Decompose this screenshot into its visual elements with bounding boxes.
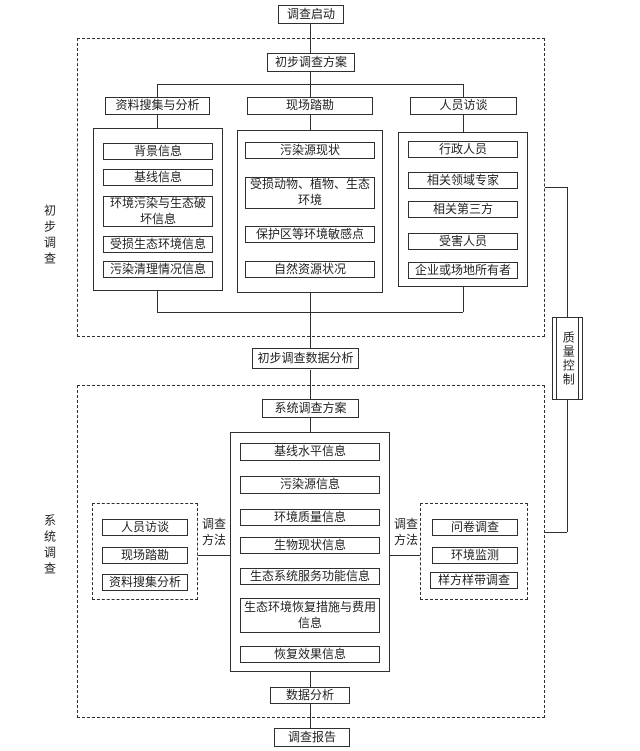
node-quadrat-transect-survey: 样方样带调查 <box>430 572 518 589</box>
connector-line <box>310 293 311 312</box>
node-data-collection-analysis-header: 资料搜集与分析 <box>105 97 210 115</box>
connector-line <box>310 672 311 687</box>
node-restoration-measures-cost-info: 生态环境恢复措施与费用信息 <box>240 598 380 633</box>
connector-line <box>310 84 311 98</box>
connector-line <box>157 291 158 312</box>
node-systematic-survey-plan: 系统调查方案 <box>262 399 359 418</box>
phase1-dashed-container <box>77 38 545 337</box>
quality-control-label: 质量控制 <box>561 330 576 387</box>
node-env-quality-info: 环境质量信息 <box>240 509 380 526</box>
node-survey-start: 调查启动 <box>278 5 344 24</box>
connector-line <box>463 115 464 132</box>
node-site-survey-header: 现场踏勘 <box>247 97 373 115</box>
node-administrative-staff: 行政人员 <box>408 141 518 158</box>
qc-connector-line <box>545 187 567 188</box>
node-ecosystem-services-info: 生态系统服务功能信息 <box>240 568 380 585</box>
qc-inner-border-left <box>556 318 557 399</box>
node-related-third-parties: 相关第三方 <box>408 201 518 218</box>
node-baseline-info: 基线信息 <box>103 169 213 186</box>
node-restoration-effect-info: 恢复效果信息 <box>240 646 380 663</box>
node-victims: 受害人员 <box>408 233 518 250</box>
phase1-middle-group-container <box>237 130 383 293</box>
node-data-collection-analysis-method: 资料搜集分析 <box>102 574 188 591</box>
connector-line <box>390 555 420 556</box>
phase1-side-label-text: 初步调查 <box>42 204 57 268</box>
node-preliminary-data-analysis: 初步调查数据分析 <box>252 348 359 369</box>
phase2-side-label-text: 系统调查 <box>42 514 57 578</box>
node-survey-report: 调查报告 <box>274 728 350 747</box>
node-background-info: 背景信息 <box>103 143 213 160</box>
connector-line <box>198 555 230 556</box>
phase2-right-methods-container <box>420 503 528 600</box>
phase2-side-label: 系统调查 <box>40 504 60 588</box>
left-method-label: 调查方法 <box>201 517 226 547</box>
node-personnel-interview-header: 人员访谈 <box>410 97 517 115</box>
connector-line <box>157 84 158 98</box>
connector-line <box>463 84 464 98</box>
node-damaged-flora-fauna-eco: 受损动物、植物、生态环境 <box>245 177 375 209</box>
node-data-analysis: 数据分析 <box>270 687 350 704</box>
node-baseline-level-info: 基线水平信息 <box>240 443 380 461</box>
qc-connector-line <box>567 187 568 317</box>
node-pollution-ecodamage-info: 环境污染与生态破坏信息 <box>103 196 213 227</box>
node-damaged-eco-env-info: 受损生态环境信息 <box>103 236 213 253</box>
phase2-dashed-container <box>77 385 545 718</box>
phase2-center-group-container <box>230 432 390 672</box>
node-quality-control: 质量控制 <box>552 317 583 400</box>
right-method-label: 调查方法 <box>393 517 418 547</box>
node-pollution-source-info: 污染源信息 <box>240 476 380 494</box>
connector-line <box>157 115 158 128</box>
node-natural-resource-status: 自然资源状况 <box>245 261 375 278</box>
node-questionnaire-survey: 问卷调查 <box>432 519 518 536</box>
node-personnel-interview-method: 人员访谈 <box>102 519 188 536</box>
qc-connector-line <box>567 400 568 532</box>
connector-line <box>310 418 311 432</box>
qc-connector-line <box>545 532 567 533</box>
node-site-survey-method: 现场踏勘 <box>102 547 188 564</box>
connector-line <box>310 704 311 728</box>
connector-line <box>310 115 311 130</box>
connector-line <box>310 312 311 348</box>
phase1-right-group-container <box>398 132 528 287</box>
connector-line <box>310 370 311 399</box>
qc-inner-border-right <box>578 318 579 399</box>
node-domain-experts: 相关领域专家 <box>408 172 518 189</box>
node-env-monitoring: 环境监测 <box>432 547 518 564</box>
node-biota-status-info: 生物现状信息 <box>240 537 380 554</box>
node-enterprise-site-owners: 企业或场地所有者 <box>408 262 518 279</box>
node-preliminary-survey-plan: 初步调查方案 <box>267 53 355 72</box>
node-pollution-source-status: 污染源现状 <box>245 142 375 159</box>
phase2-left-methods-container <box>92 503 198 600</box>
node-pollution-cleanup-info: 污染清理情况信息 <box>103 261 213 278</box>
phase1-left-group-container <box>93 128 223 291</box>
connector-line <box>310 71 311 84</box>
connector-line <box>463 287 464 312</box>
phase1-side-label: 初步调查 <box>40 194 60 278</box>
node-protected-sensitive-sites: 保护区等环境敏感点 <box>245 226 375 243</box>
